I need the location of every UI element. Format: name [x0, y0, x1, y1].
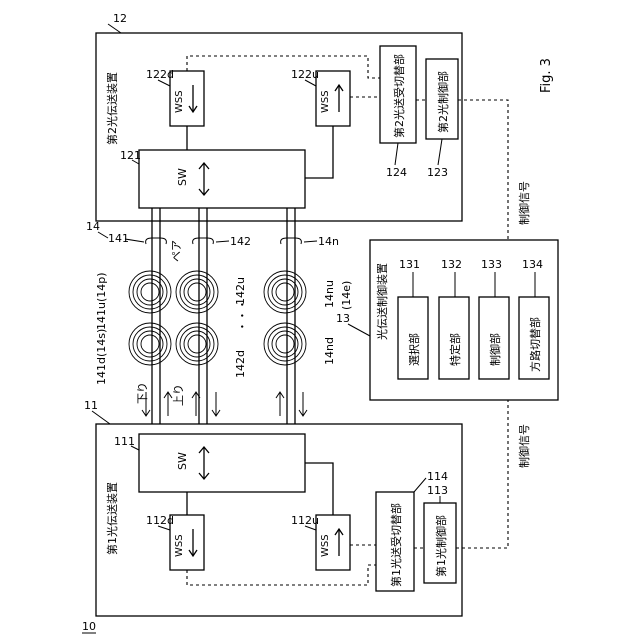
coil-14nu [264, 271, 306, 313]
pair-label: ペア [170, 240, 183, 262]
unit-selector-label: 選択部 [407, 333, 421, 366]
wss-122u-ref: 122u [291, 68, 319, 81]
up-label: 上り [172, 384, 185, 406]
coil-141u [129, 271, 171, 313]
switcher-114-ref: 114 [427, 470, 448, 483]
unit-route-switcher-ref: 134 [522, 258, 543, 271]
fiber-141u-ref: 141u(14p) [95, 272, 108, 330]
wss-112u-ref: 112u [291, 514, 319, 527]
switcher-124-label: 第2光送受切替部 [392, 54, 406, 138]
unit-controller-label: 制御部 [488, 333, 502, 366]
coil-141d [129, 323, 171, 365]
device-2-ref: 12 [113, 12, 127, 25]
control-device-ref: 13 [336, 312, 350, 325]
sw-121 [139, 150, 305, 208]
unit-controller-ref: 133 [481, 258, 502, 271]
sw-111-label: SW [176, 452, 189, 470]
control-line-bottom [456, 400, 508, 548]
fiber-141d-ref: 141d(14s) [95, 329, 108, 385]
controller-113-label: 第1光制御部 [434, 515, 448, 577]
control-device-title: 光伝送制御装置 [375, 263, 389, 340]
system-ref: 10 [82, 620, 96, 633]
coil-14nd [264, 323, 306, 365]
fiber-14nu-ref: 14nu [323, 280, 336, 308]
device-1-title: 第1光伝送装置 [105, 482, 119, 555]
pair-14n-ref: 14n [318, 235, 339, 248]
device-1: 11 第1光伝送装置 SW 111 WSS 112d WSS 112u 第1 [84, 399, 462, 616]
unit-selector-ref: 131 [399, 258, 420, 271]
control-signal-top-label: 制御信号 [517, 181, 531, 225]
unit-identifier-ref: 132 [441, 258, 462, 271]
control-device-13: 光伝送制御装置 13 選択部 131 特定部 132 制御部 133 方路切替部… [336, 240, 558, 400]
down-label: 下り [136, 382, 149, 404]
fiber-142d-ref: 142d [234, 350, 247, 378]
fiber-group-ref: 14 [86, 220, 100, 233]
device-2-title: 第2光伝送装置 [105, 72, 119, 145]
controller-123-label: 第2光制御部 [436, 71, 450, 133]
sw-111 [139, 434, 305, 492]
fiber-14nu-ref2: (14e) [340, 281, 353, 310]
device-2: 12 第2光伝送装置 SW 121 WSS 122d WSS 122u 第2 [96, 12, 462, 221]
device-2-leader [108, 24, 121, 33]
wss-112u-label: WSS [320, 534, 331, 557]
controller-123-ref: 123 [427, 166, 448, 179]
wss-122d-label: WSS [174, 90, 185, 113]
pair-141-ref: 141 [108, 232, 129, 245]
wss-112d-ref: 112d [146, 514, 174, 527]
unit-identifier-label: 特定部 [448, 333, 462, 366]
device-1-ref: 11 [84, 399, 98, 412]
coil-142u [176, 271, 218, 313]
controller-113-ref: 113 [427, 484, 448, 497]
control-line-top [458, 100, 508, 240]
sw-121-ref: 121 [120, 149, 141, 162]
fiber-ellipsis: ・・・ [236, 299, 249, 332]
control-signal-bottom-label: 制御信号 [517, 424, 531, 468]
switcher-124-ref: 124 [386, 166, 407, 179]
wss-122u-label: WSS [320, 90, 331, 113]
coil-142d [176, 323, 218, 365]
sw-121-label: SW [176, 168, 189, 186]
pair-142-ref: 142 [230, 235, 251, 248]
fiber-14nd-ref: 14nd [323, 337, 336, 365]
switcher-114-label: 第1光送受切替部 [389, 503, 403, 587]
unit-route-switcher-label: 方路切替部 [528, 317, 542, 372]
wss-112d-label: WSS [174, 534, 185, 557]
figure-label: Fig. 3 [539, 58, 554, 93]
wss-122d-ref: 122d [146, 68, 174, 81]
